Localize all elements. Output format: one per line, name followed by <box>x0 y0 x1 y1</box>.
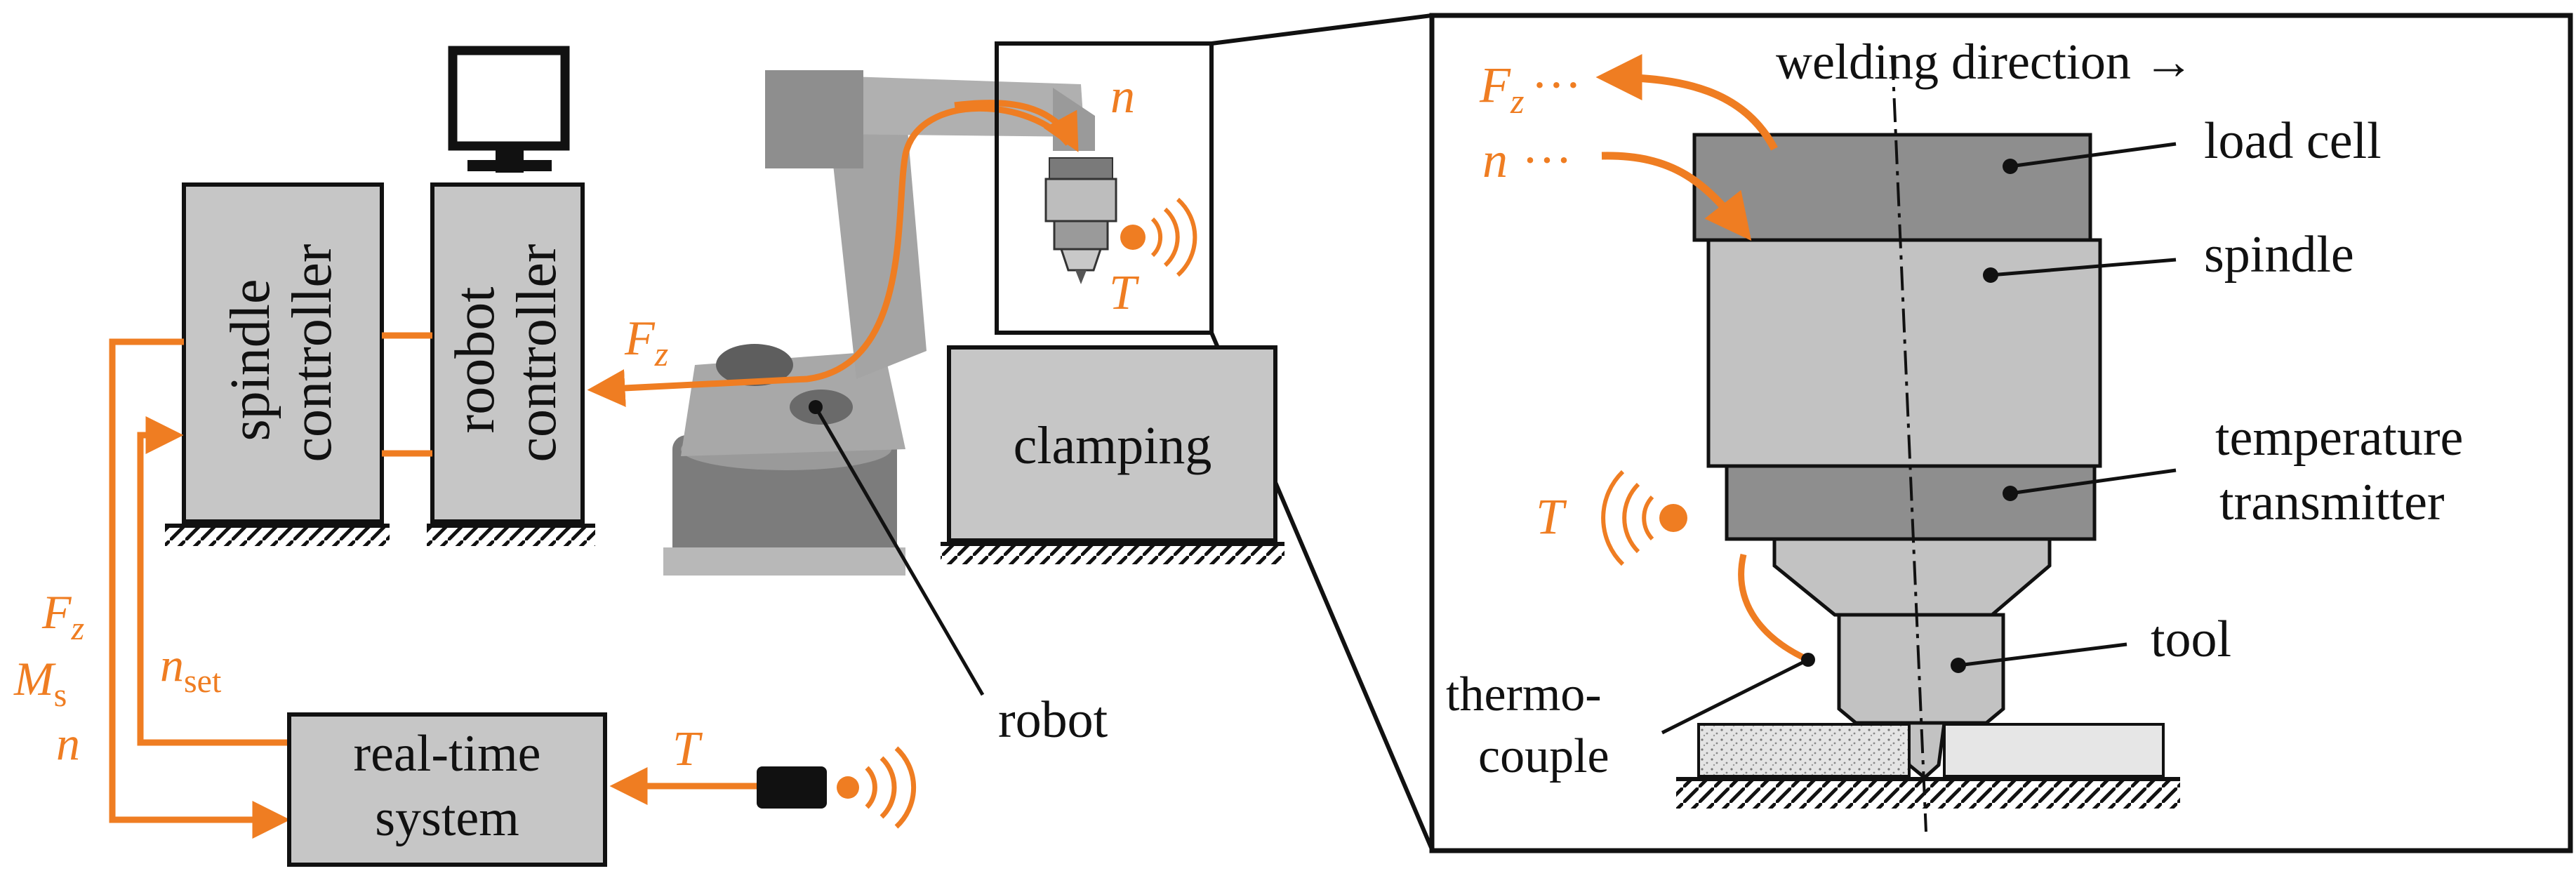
callout-spindle: spindle <box>1983 226 2354 284</box>
svg-text:tool: tool <box>2151 611 2231 668</box>
robot-controller-label-1: roobot <box>444 287 506 434</box>
signal-n-detail: n··· <box>1482 132 1572 188</box>
signal-T-detail: T <box>1536 488 1567 545</box>
signal-line-feedback <box>109 338 291 839</box>
spindle-controller-label-1: spindle <box>220 279 281 441</box>
callout-load-cell: load cell <box>2003 112 2382 174</box>
spindle-controller-box: spindle controller <box>182 182 384 524</box>
signal-line-fz <box>587 105 1071 407</box>
workpiece-right <box>1943 723 2165 778</box>
signal-Fz-robot: Fz <box>624 312 668 373</box>
svg-text:n: n <box>56 717 80 770</box>
spindle-assembly <box>1692 133 2102 780</box>
signal-Fz-detail: Fz··· <box>1479 57 1581 121</box>
spindle-controller-label-2: controller <box>281 244 343 463</box>
signal-labels-left: Fz Ms n nset <box>13 585 222 770</box>
center-axis <box>1891 55 1927 832</box>
wireless-signal-icon <box>1120 197 1197 277</box>
realtime-label-1: real-time <box>353 725 540 783</box>
zoom-frame <box>995 41 1214 335</box>
clamping-box: clamping <box>947 345 1277 543</box>
ground-hatch-icon <box>427 526 595 546</box>
thermocouple-label-1: thermo- <box>1446 667 1602 722</box>
signal-line-nset <box>137 416 289 746</box>
realtime-system-box: real-time system <box>287 712 607 867</box>
wireless-signal-icon <box>1601 470 1687 566</box>
svg-text:load cell: load cell <box>2204 112 2382 170</box>
clamping-label: clamping <box>1014 416 1212 475</box>
monitor-icon <box>448 46 570 173</box>
signal-n-robot: n <box>1110 69 1135 124</box>
workpiece-left <box>1697 723 1911 778</box>
svg-text:spindle controller: spindle controller <box>220 244 343 463</box>
svg-text:Fz: Fz <box>41 585 85 647</box>
svg-text:spindle: spindle <box>2204 226 2354 284</box>
robot-controller-box: roobot controller <box>430 182 585 524</box>
svg-text:nset: nset <box>160 638 222 700</box>
ground-hatch-icon <box>941 545 1284 564</box>
callout-temperature-transmitter: temperature transmitter <box>2003 409 2463 531</box>
robot-controller-label-2: controller <box>506 244 568 463</box>
sensor-icon <box>757 746 917 829</box>
thermocouple-label-2: couple <box>1478 729 1609 783</box>
callout-tool: tool <box>1951 611 2231 673</box>
signal-T-robot: T <box>1109 266 1140 320</box>
ground-hatch-icon <box>165 526 390 546</box>
load-cell <box>1692 133 2092 242</box>
svg-text:roobot controller: roobot controller <box>444 244 568 463</box>
ground-hatch-icon <box>1676 780 2180 809</box>
svg-text:temperature: temperature <box>2215 409 2463 467</box>
robot-label: robot <box>998 691 1108 749</box>
welding-direction-label: welding direction → <box>1776 34 2194 90</box>
realtime-label-2: system <box>375 790 519 847</box>
svg-text:transmitter: transmitter <box>2219 474 2445 531</box>
signal-T-bottom: T <box>672 722 703 776</box>
svg-text:Ms: Ms <box>13 652 67 714</box>
